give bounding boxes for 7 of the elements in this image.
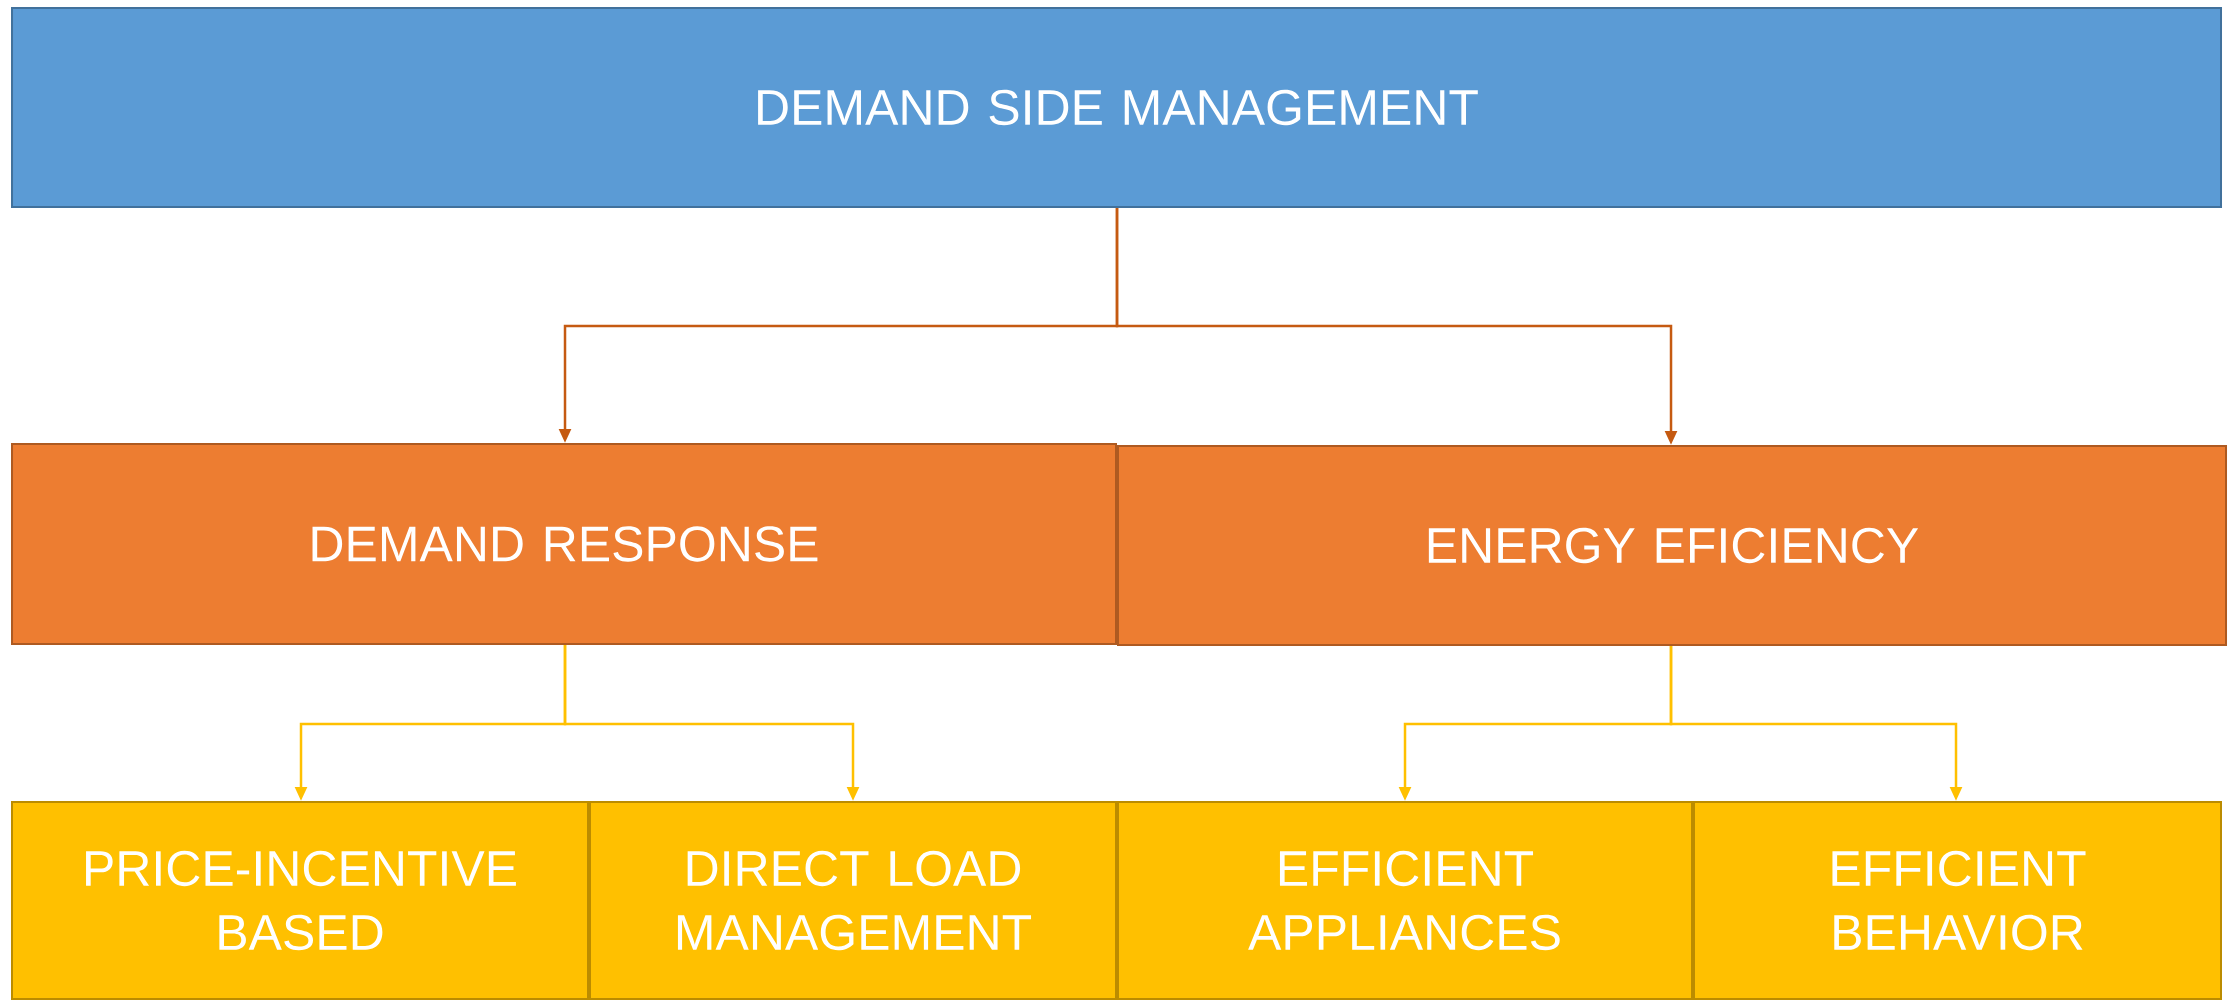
process-box: ENERGY EFICIENCY (1117, 445, 2227, 646)
process-box: DIRECT LOAD MANAGEMENT (589, 801, 1117, 1000)
process-box: PRICE-INCENTIVE BASED (11, 801, 589, 1000)
process-box: DEMAND RESPONSE (11, 443, 1117, 645)
process-box: EFFICIENT APPLIANCES (1117, 801, 1693, 1000)
process-box: EFFICIENT BEHAVIOR (1693, 801, 2222, 1000)
process-box: DEMAND SIDE MANAGEMENT (11, 7, 2222, 208)
